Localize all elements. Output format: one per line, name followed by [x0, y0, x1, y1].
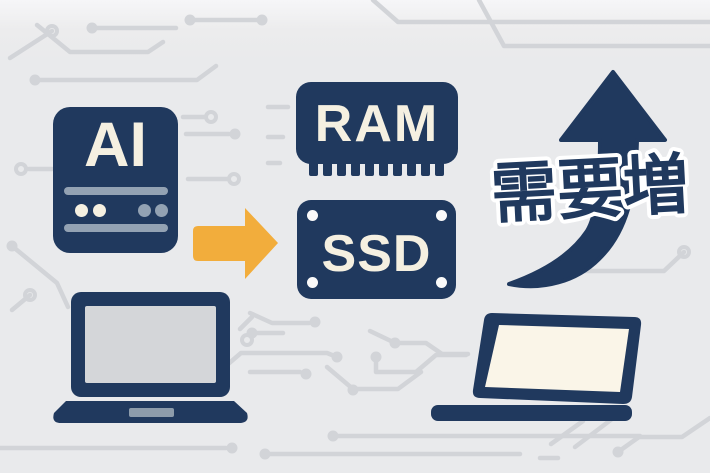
ssd-label: SSD: [321, 225, 432, 283]
ram-pin: [337, 161, 346, 176]
laptop-base: [53, 401, 248, 423]
ai-chip-label: AI: [84, 110, 147, 180]
ssd-screw: [436, 277, 447, 288]
ram-pin: [393, 161, 402, 176]
ram-label: RAM: [314, 95, 440, 153]
ram-pin: [379, 161, 388, 176]
chip-dot: [138, 204, 151, 217]
ram-pin: [323, 161, 332, 176]
laptop-screen-frame: [71, 292, 230, 397]
chip-dot: [75, 204, 88, 217]
ram-pin: [351, 161, 360, 176]
chip-dot: [93, 204, 106, 217]
ram-pin: [407, 161, 416, 176]
ram-pins: [309, 161, 444, 176]
ram-pin: [365, 161, 374, 176]
laptop-icon: [53, 292, 248, 423]
laptop-trackpad: [129, 408, 174, 417]
ram-pin: [421, 161, 430, 176]
ram-pin: [435, 161, 444, 176]
ssd-screw: [307, 277, 318, 288]
ssd-screw: [436, 210, 447, 221]
chip-dot: [155, 204, 168, 217]
ssd-icon: SSD: [297, 200, 456, 299]
right-arrow-shape: [193, 208, 278, 279]
chip-bar: [64, 187, 168, 195]
laptop-screen: [85, 306, 216, 383]
laptop-base: [431, 405, 632, 421]
up-trend-arrow-icon: [507, 70, 667, 289]
demand-label: 需要増: [489, 146, 691, 233]
ram-module-icon: RAM: [296, 82, 458, 164]
ssd-screw: [307, 210, 318, 221]
laptop-screen-frame: [472, 313, 642, 404]
ai-chip-icon: AI: [53, 107, 178, 253]
laptop-outline-icon: [431, 313, 642, 421]
chip-bar: [64, 224, 168, 232]
laptop-screen: [485, 325, 629, 392]
ram-pin: [309, 161, 318, 176]
